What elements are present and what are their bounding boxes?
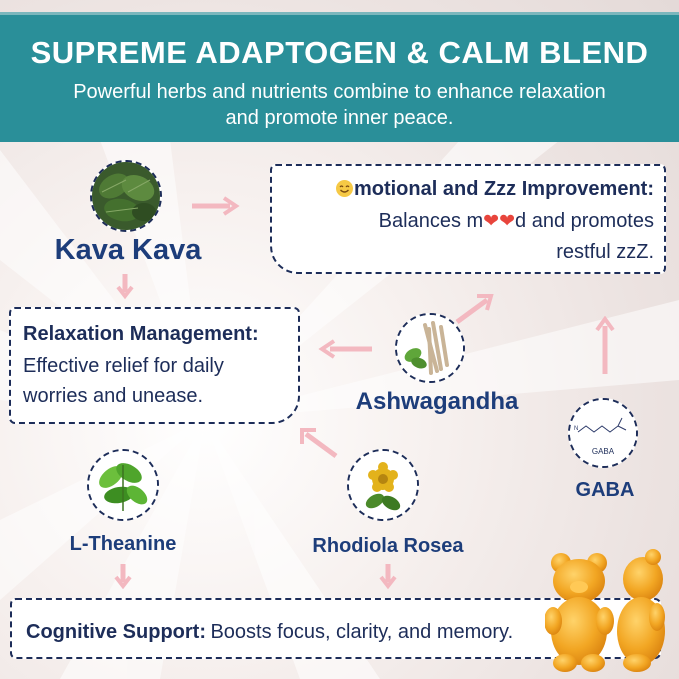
heart-icon: ❤❤ — [483, 211, 516, 232]
arrow-icon — [455, 294, 494, 325]
flower-icon — [349, 451, 417, 519]
cognitive-title: Cognitive Support: — [26, 621, 206, 643]
cognitive-text: Boosts focus, clarity, and memory. — [210, 621, 514, 643]
header-banner: SUPREME ADAPTOGEN & CALM BLEND Powerful … — [0, 12, 679, 142]
emotional-line1-start: Balances m — [378, 210, 484, 232]
svg-text:N: N — [574, 426, 578, 432]
arrow-icon — [300, 428, 338, 459]
header-title: SUPREME ADAPTOGEN & CALM BLEND — [30, 35, 649, 70]
gaba-circle: N GABA — [568, 398, 638, 468]
gummy-bear-icon — [545, 549, 665, 672]
arrow-icon — [318, 339, 372, 359]
root-icon — [397, 315, 463, 381]
ltheanine-label: L-Theanine — [69, 533, 177, 555]
ashwagandha-label: Ashwagandha — [355, 388, 519, 415]
emotional-line2: restful zzZ. — [556, 241, 654, 263]
emotional-line1-end: d and promotes — [515, 210, 654, 232]
relaxation-box: Relaxation Management: Effective relief … — [9, 307, 300, 424]
relaxation-title: Relaxation Management: — [23, 323, 259, 345]
header-subtitle: Powerful herbs and nutrients combine to … — [60, 79, 619, 131]
relaxation-line1: Effective relief for daily — [23, 355, 224, 377]
kava-circle — [90, 160, 162, 232]
smile-icon — [335, 180, 353, 197]
emotional-line1: Balances m❤❤d and promotes — [282, 206, 654, 237]
emotional-title: motional and Zzz Improvement: — [282, 176, 654, 202]
relaxation-line2: worries and unease. — [23, 385, 204, 407]
arrow-icon — [114, 564, 132, 590]
emotional-title-text: motional and Zzz Improvement: — [353, 178, 654, 200]
leaf-icon — [92, 162, 160, 230]
arrow-icon — [192, 196, 240, 216]
arrow-icon — [379, 564, 397, 590]
ashwagandha-circle — [395, 313, 465, 383]
arrow-icon — [595, 316, 615, 374]
leaf-icon — [89, 451, 157, 519]
rhodiola-circle — [347, 449, 419, 521]
arrow-icon — [116, 274, 134, 300]
gaba-molecule-label: GABA — [591, 447, 615, 456]
header-subtitle-line1: Powerful herbs and nutrients combine to … — [73, 81, 606, 103]
ltheanine-circle — [87, 449, 159, 521]
header-subtitle-line2: and promote inner peace. — [225, 107, 454, 129]
rhodiola-label: Rhodiola Rosea — [312, 535, 464, 557]
kava-label: Kava Kava — [54, 234, 202, 266]
molecule-icon: N — [570, 400, 636, 466]
gaba-label: GABA — [575, 479, 635, 501]
emotional-box: motional and Zzz Improvement: Balances m… — [270, 164, 666, 274]
